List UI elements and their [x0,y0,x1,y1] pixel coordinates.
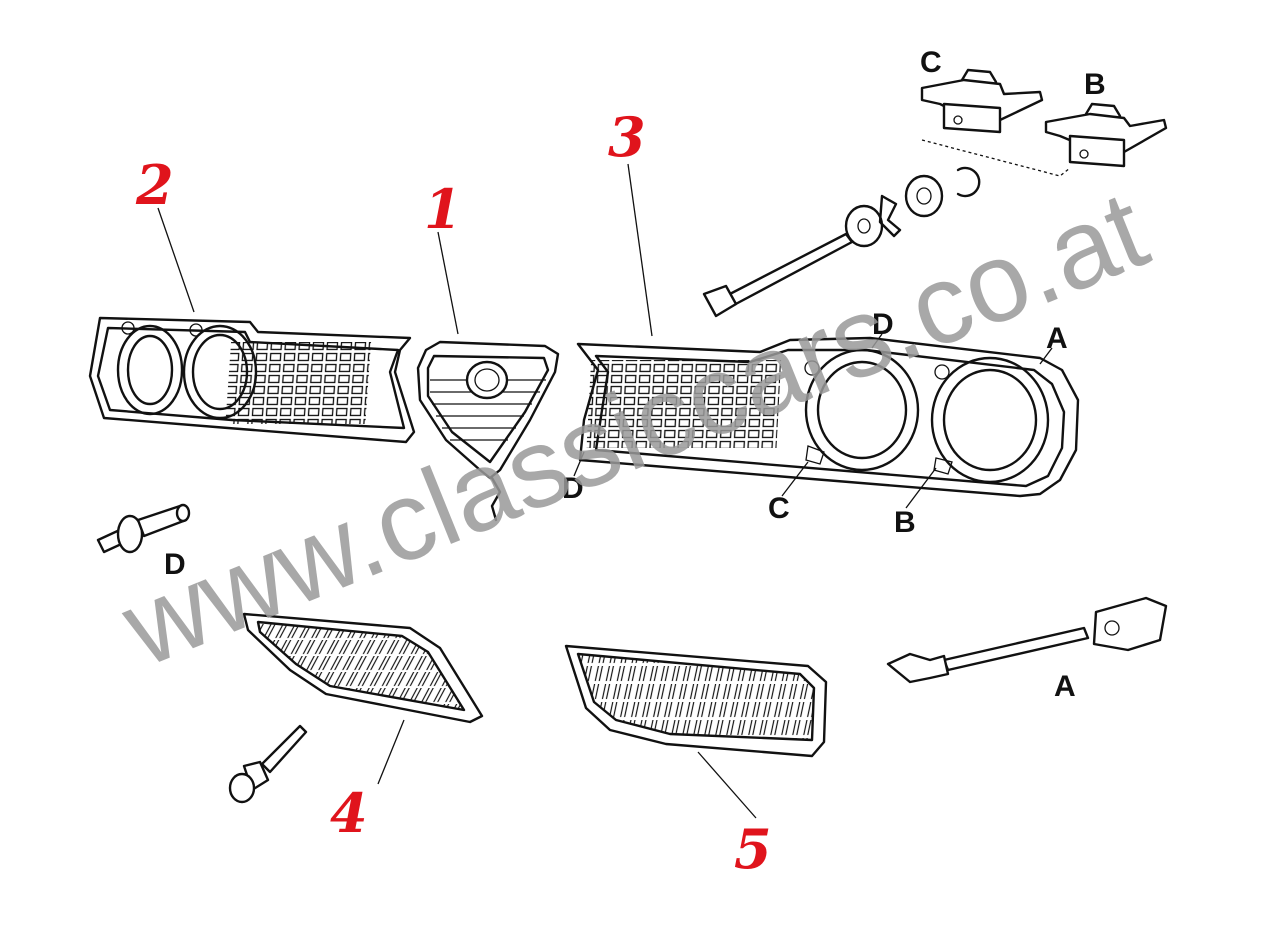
leader-lines [157,163,1053,819]
right-vent [564,644,828,758]
clip-b [1044,102,1168,168]
callout-b-bottom: B [894,506,916,539]
callout-c-top: C [920,46,942,79]
part-number-4: 4 [330,781,368,845]
callout-d-left: D [562,472,584,505]
callout-d-pin: D [164,548,186,581]
part-number-5: 5 [734,817,772,881]
callout-b-top: B [1084,68,1106,101]
left-grille-half [88,316,416,444]
part-number-1: 1 [424,177,462,241]
part-number-3: 3 [608,105,646,169]
callout-d-grille: D [872,308,894,341]
clip-c [920,68,1044,134]
callout-a-grille: A [1046,322,1068,355]
bolt-a [886,596,1168,684]
part-number-2: 2 [135,153,174,217]
callout-a-bolt: A [1054,670,1076,703]
right-grille-half [576,336,1080,498]
watermark: www.classiccars.co.at [105,166,1163,690]
center-shield [416,340,560,522]
pin-d [96,503,191,554]
screw [228,724,308,804]
callout-c-bottom: C [768,492,790,525]
long-bolt-assembly [702,166,981,318]
